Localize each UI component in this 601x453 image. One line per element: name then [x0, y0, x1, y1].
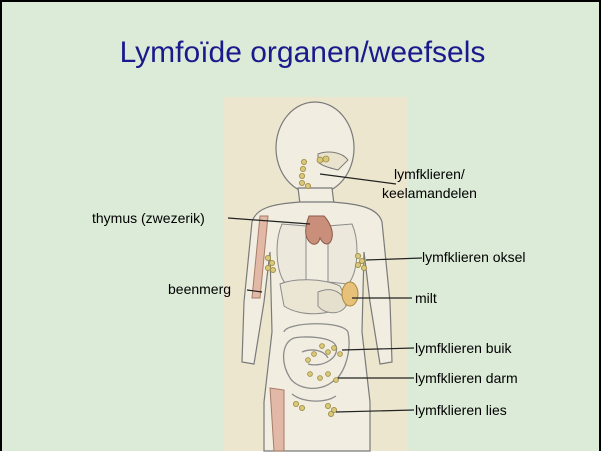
head	[276, 102, 354, 194]
label-abdomen-nodes: lymfklieren buik	[415, 340, 511, 357]
label-spleen: milt	[415, 290, 437, 307]
label-armpit-nodes: lymfklieren oksel	[422, 249, 525, 266]
label-tonsils-line1: lymfklieren/	[394, 166, 465, 183]
label-groin-nodes: lymfklieren lies	[415, 402, 507, 419]
label-intestine-nodes: lymfklieren darm	[415, 370, 518, 387]
spleen-organ	[342, 282, 358, 306]
label-tonsils-line2: keelamandelen	[382, 185, 477, 202]
lung-left	[277, 224, 306, 284]
label-thymus: thymus (zwezerik)	[92, 210, 205, 227]
label-bone-marrow: beenmerg	[168, 281, 231, 298]
